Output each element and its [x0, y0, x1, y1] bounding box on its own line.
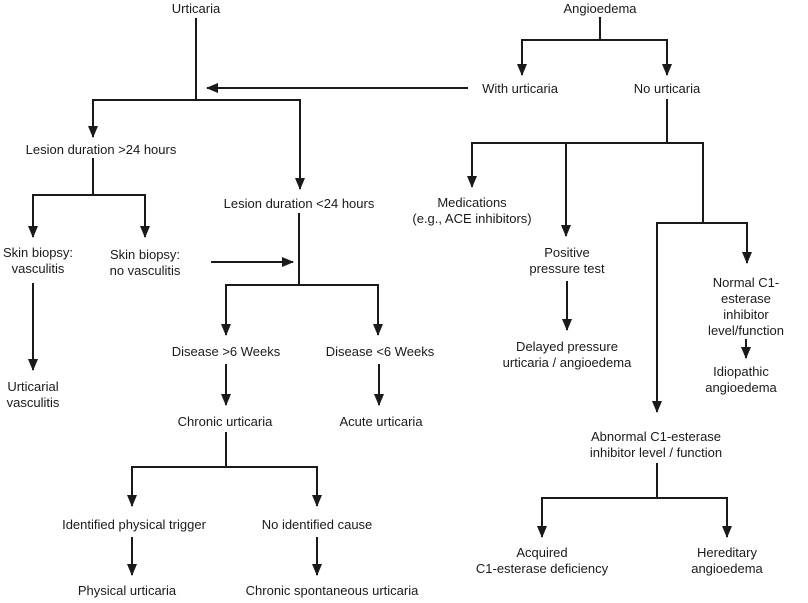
node-hereditary: Hereditary angioedema [689, 545, 765, 577]
node-positive-pressure: Positive pressure test [527, 245, 607, 277]
angioedema-branch-lines [467, 17, 752, 413]
abnormal-c1-branch-lines [537, 463, 732, 538]
node-chronic-spontaneous: Chronic spontaneous urticaria [243, 583, 421, 599]
node-lesion-gt24: Lesion duration >24 hours [23, 142, 179, 158]
node-delayed-pressure: Delayed pressure urticaria / angioedema [500, 339, 634, 371]
node-urticaria: Urticaria [169, 1, 223, 17]
node-with-urticaria: With urticaria [480, 81, 560, 97]
chronic-urticaria-branch-lines [127, 432, 322, 576]
node-abnormal-c1: Abnormal C1-esterase inhibitor level / f… [587, 429, 725, 461]
node-biopsy-vasculitis: Skin biopsy: vasculitis [0, 245, 76, 277]
node-urticarial-vasculitis: Urticarial vasculitis [4, 379, 62, 411]
node-chronic-urticaria: Chronic urticaria [175, 414, 275, 430]
node-angioedema: Angioedema [561, 1, 639, 17]
urticaria-branch-lines [88, 18, 468, 190]
node-acquired-c1: Acquired C1-esterase deficiency [473, 545, 611, 577]
node-identified-trigger: Identified physical trigger [60, 517, 208, 533]
disease-duration-branch-lines [221, 213, 384, 406]
node-normal-c1: Normal C1-esterase inhibitor level/funct… [706, 275, 786, 339]
node-no-urticaria: No urticaria [631, 81, 703, 97]
node-physical-urticaria: Physical urticaria [75, 583, 179, 599]
node-disease-lt6: Disease <6 Weeks [323, 344, 437, 360]
node-acute-urticaria: Acute urticaria [337, 414, 425, 430]
biopsy-branch-lines [28, 158, 294, 371]
node-lesion-lt24: Lesion duration <24 hours [221, 196, 377, 212]
node-disease-gt6: Disease >6 Weeks [169, 344, 283, 360]
node-no-identified-cause: No identified cause [259, 517, 375, 533]
node-biopsy-no-vasculitis: Skin biopsy: no vasculitis [107, 247, 183, 279]
node-idiopathic: Idiopathic angioedema [703, 364, 779, 396]
node-medications: Medications (e.g., ACE inhibitors) [410, 195, 534, 227]
